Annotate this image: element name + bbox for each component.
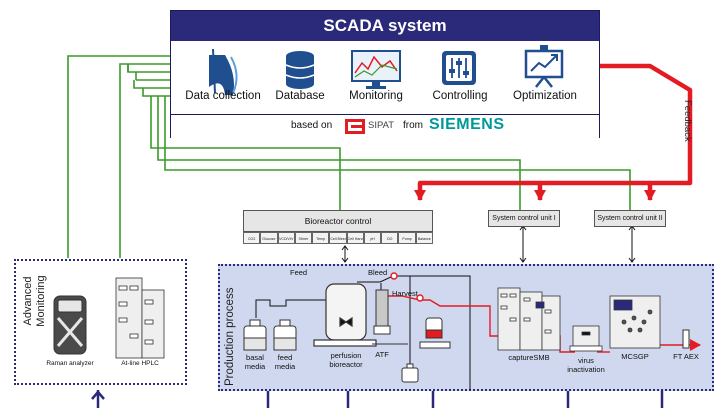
based-on-text: based on	[291, 120, 333, 131]
capture-smb-icon	[497, 287, 561, 351]
step-label-monitoring: Monitoring	[349, 90, 403, 102]
harvest-vessel-icon	[419, 317, 451, 349]
system-control-unit-2-box: System control unit II	[594, 210, 666, 227]
step-label-optimization: Optimization	[513, 90, 577, 102]
mcsgp-icon	[609, 295, 661, 349]
perfusion-bioreactor-icon	[313, 283, 377, 347]
system-control-unit-2-label: System control unit II	[597, 215, 663, 222]
step-label-data-collection: Data collection	[185, 90, 261, 102]
feed-media-bottle-icon	[273, 319, 297, 351]
bioreactor-control-cell: VCD/VIV	[277, 232, 295, 244]
bioreactor-control-label: Bioreactor control	[304, 216, 372, 226]
siemens-logo: SIEMENS	[429, 116, 505, 133]
sliders-icon	[442, 51, 476, 85]
from-text: from	[403, 120, 423, 131]
step-label-controlling: Controlling	[432, 90, 488, 102]
scada-window: SCADA system	[170, 10, 600, 138]
bioreactor-control-box: Bioreactor control	[243, 210, 433, 232]
monitor-chart-icon	[351, 50, 401, 89]
bioreactor-control-cell: Temp	[312, 232, 330, 244]
bioreactor-control-cell: Cell Harvest	[346, 232, 364, 244]
database-icon	[285, 51, 315, 89]
bioreactor-control-cell: pH	[363, 232, 382, 244]
feed-media-label: feed media	[274, 353, 296, 371]
bioreactor-control-cell: Balance	[415, 232, 433, 244]
basal-media-bottle-icon	[243, 319, 267, 351]
ft-aex-column-icon	[682, 329, 690, 349]
mcsgp-label: MCSGP	[621, 352, 649, 361]
step-label-database: Database	[275, 90, 325, 102]
raman-analyzer-icon	[53, 295, 87, 355]
hplc-label: At-line HPLC	[121, 360, 159, 367]
bleed-bottle-icon	[401, 363, 419, 383]
bleed-label: Bleed	[368, 268, 388, 277]
capture-smb-label: captureSMB	[508, 353, 550, 362]
raman-analyzer-label: Raman analyzer	[46, 360, 94, 367]
hplc-icon	[115, 277, 165, 359]
bioreactor-control-cell: DO	[381, 232, 399, 244]
feed-label: Feed	[290, 268, 308, 277]
basal-media-label: basal media	[244, 353, 266, 371]
scada-title: SCADA system	[171, 11, 599, 41]
bottom-ticks	[91, 390, 664, 408]
bioreactor-control-cell: Cell Bleed	[329, 232, 347, 244]
bioreactor-control-cell: Glucose	[260, 232, 278, 244]
scada-icons	[209, 45, 564, 95]
presentation-chart-icon	[524, 45, 564, 88]
bioreactor-control-cell: Stirrer	[294, 232, 313, 244]
ft-aex-label: FT AEX	[673, 352, 699, 361]
atf-label: ATF	[375, 350, 389, 359]
virus-inactivation-label: virus inactivation	[567, 356, 605, 374]
system-control-unit-1-box: System control unit I	[488, 210, 560, 227]
virus-inactivation-icon	[569, 325, 603, 352]
system-control-unit-1-label: System control unit I	[492, 215, 556, 222]
atf-filter-icon	[372, 289, 408, 345]
bioreactor-control-cell: CO2	[243, 232, 261, 244]
harvest-label: Harvest	[392, 289, 418, 298]
feedback-arrow	[414, 63, 693, 201]
based-on-bar: based on SIPAT from SIEMENS	[171, 114, 599, 138]
bioreactor-control-cell: Pump	[398, 232, 416, 244]
perfusion-bioreactor-label: perfusion bioreactor	[329, 351, 363, 369]
sipat-logo-icon	[345, 119, 365, 134]
sipat-text: SIPAT	[368, 120, 395, 131]
funnel-icon	[209, 48, 238, 95]
